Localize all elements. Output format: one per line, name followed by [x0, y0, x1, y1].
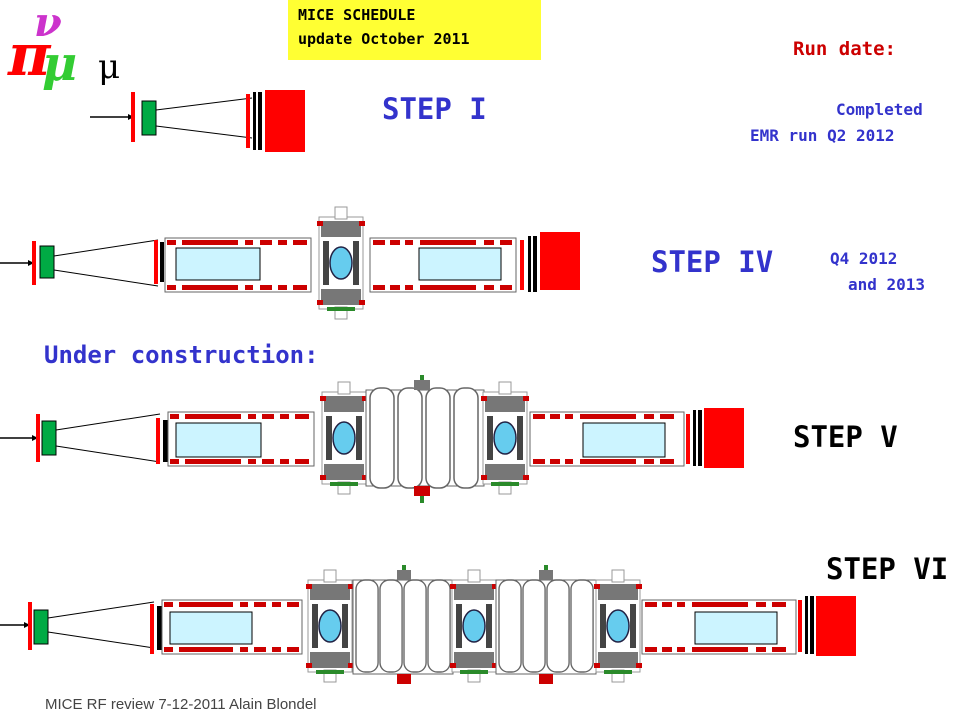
- schedule-update: update October 2011: [298, 30, 470, 48]
- run-date-label: Run date:: [793, 38, 896, 60]
- step-6-beamline: [0, 565, 856, 684]
- footer-text: MICE RF review 7-12-2011 Alain Blondel: [45, 696, 317, 713]
- step-1-beamline: [90, 90, 305, 152]
- step-4-status: Q4 2012: [830, 249, 898, 268]
- step-4-beamline: [0, 206, 580, 320]
- step-6-label: STEP VI: [826, 552, 949, 586]
- svg-text:μ: μ: [42, 36, 77, 92]
- step-1-status-detail: EMR run Q2 2012: [750, 126, 895, 145]
- step-4-label: STEP IV: [651, 245, 774, 279]
- step-5-beamline: [0, 375, 744, 503]
- svg-text:π: π: [7, 21, 52, 89]
- svg-text:ν: ν: [34, 0, 62, 46]
- under-construction-label: Under construction:: [44, 341, 319, 369]
- step-4-status-detail: and 2013: [848, 275, 926, 294]
- step-1-label: STEP I: [382, 92, 487, 126]
- schedule-note: MICE SCHEDULE update October 2011: [288, 0, 541, 60]
- step-5-label: STEP V: [793, 420, 898, 454]
- muon-symbol: μ: [98, 47, 120, 87]
- mice-logo: π μ ν: [7, 0, 77, 92]
- schedule-title: MICE SCHEDULE: [298, 6, 416, 24]
- step-1-status: Completed: [836, 100, 923, 119]
